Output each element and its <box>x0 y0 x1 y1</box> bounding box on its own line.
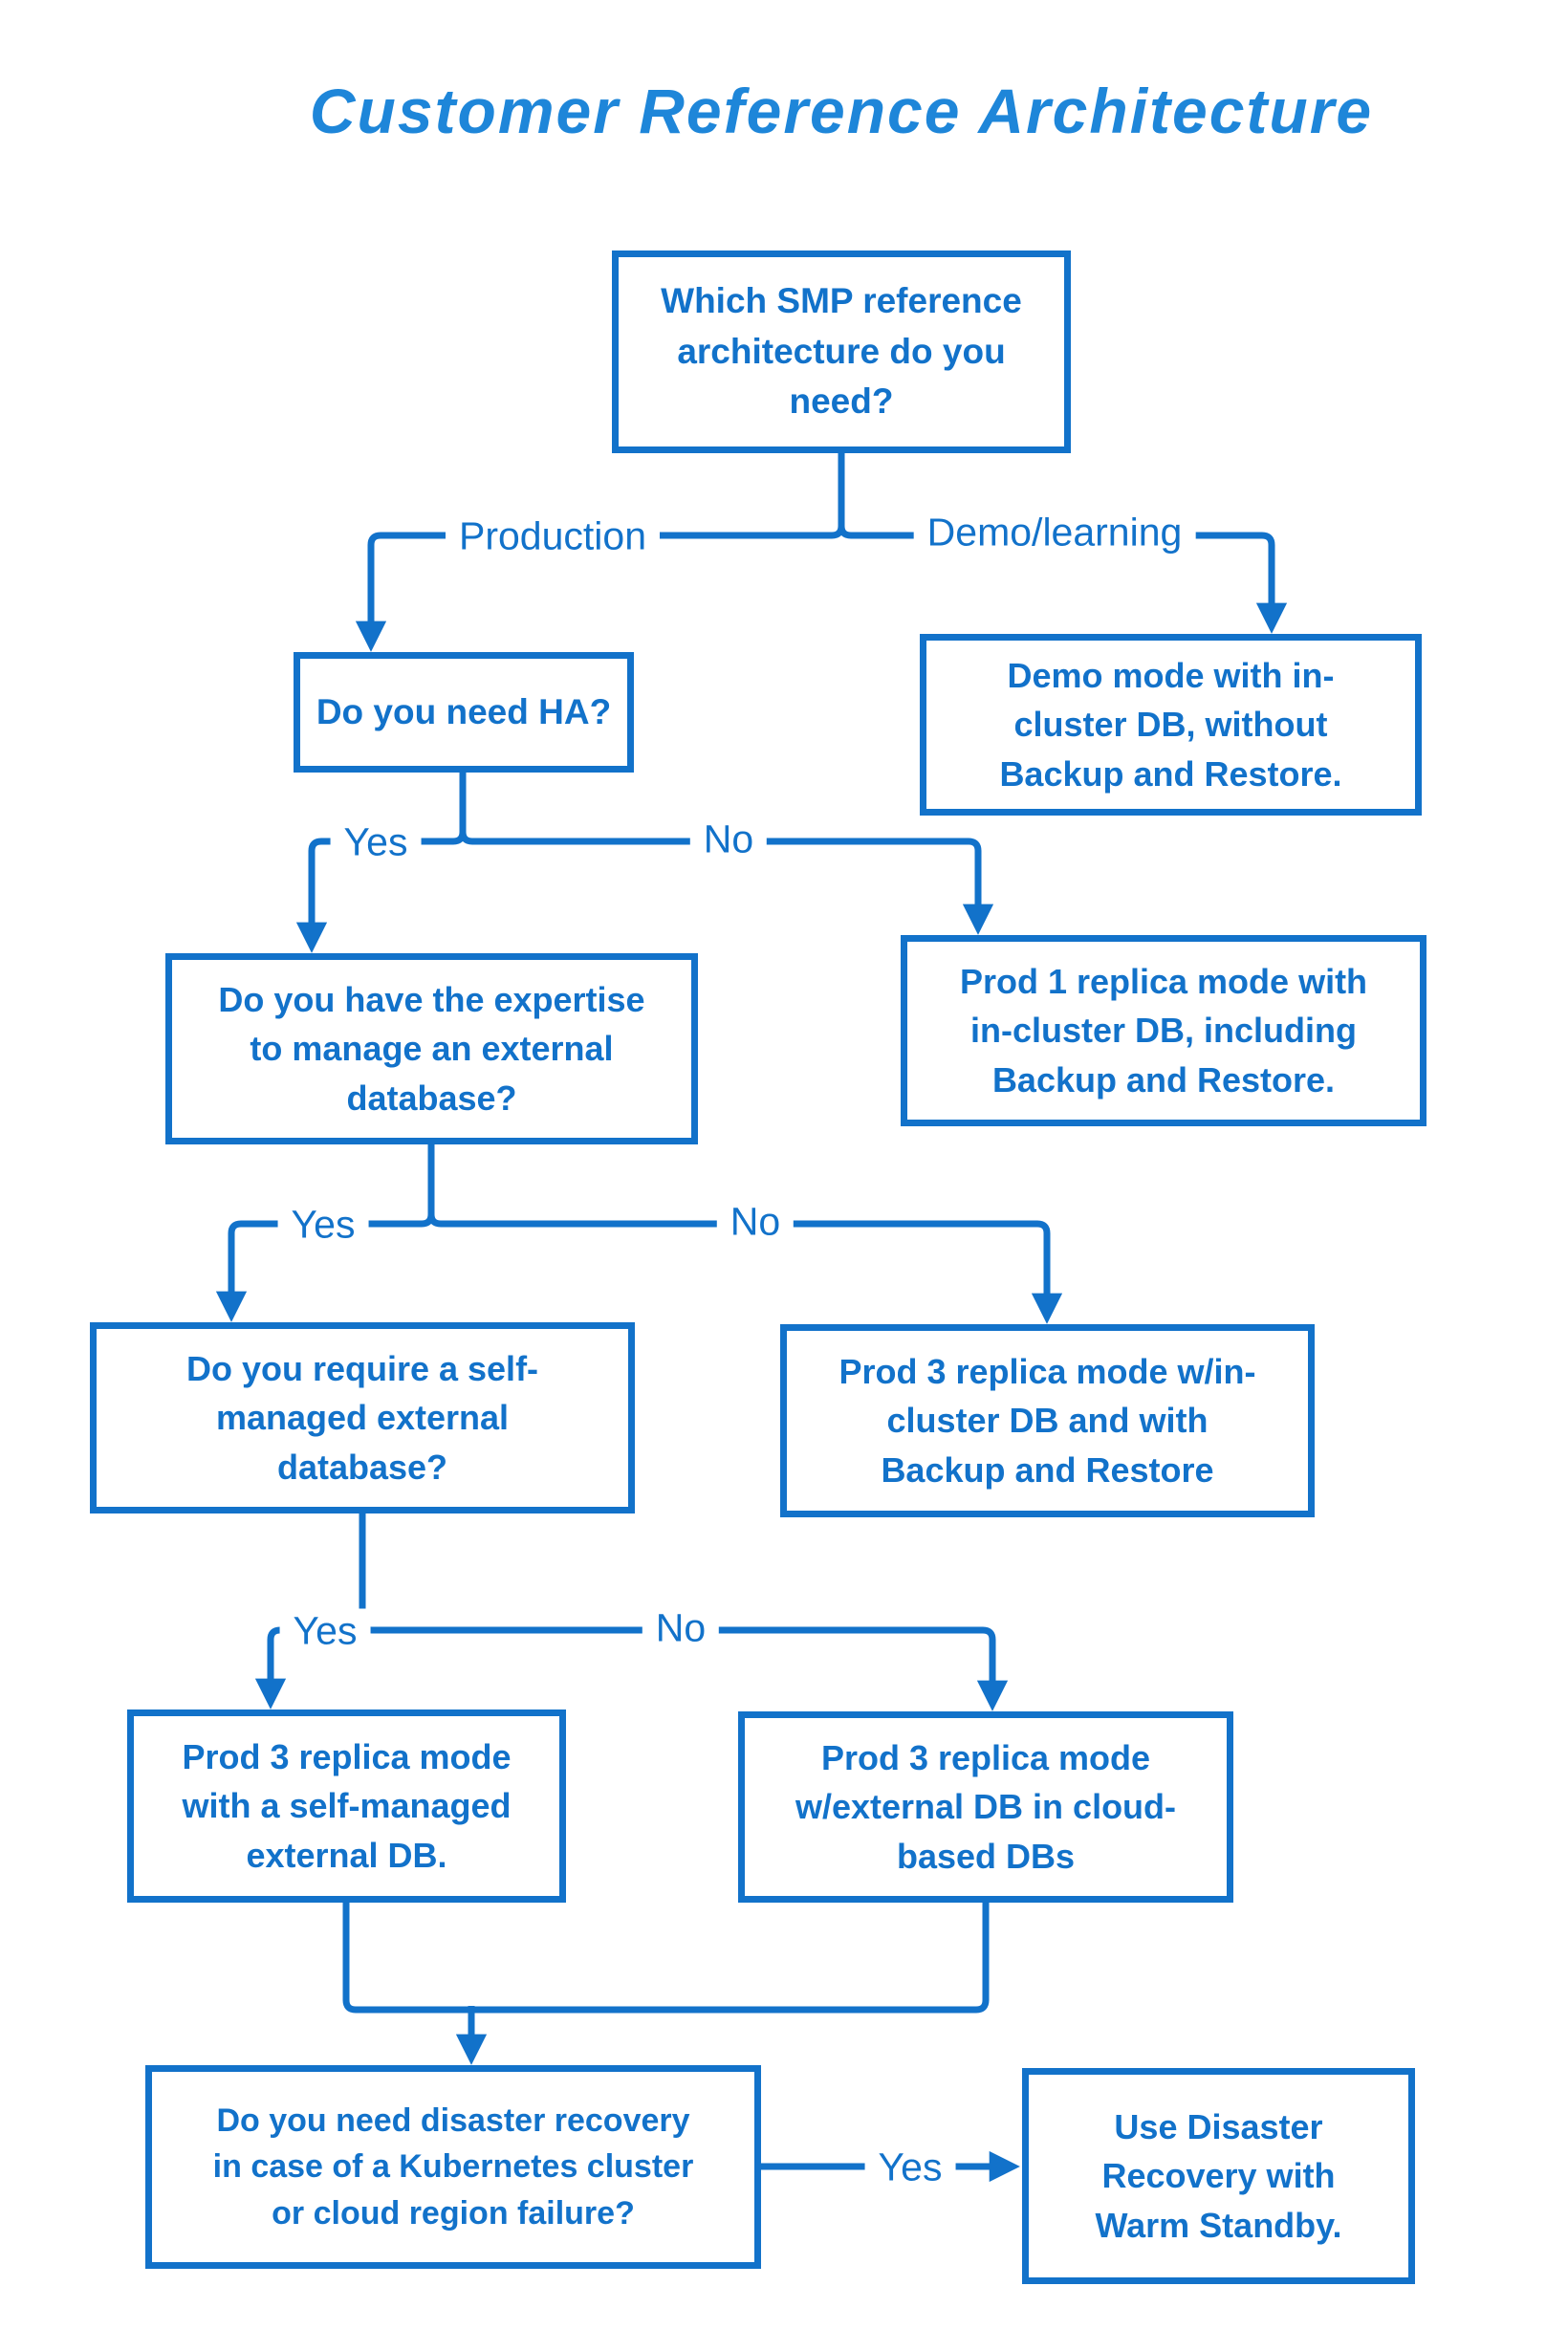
node-prod1-replica: Prod 1 replica mode with in-cluster DB, … <box>901 935 1426 1126</box>
node-demo-mode: Demo mode with in- cluster DB, without B… <box>920 634 1422 816</box>
node-selfmanaged-question: Do you require a self- managed external … <box>90 1322 635 1513</box>
edge-merge-right <box>471 1903 990 2014</box>
node-which-architecture: Which SMP reference architecture do you … <box>612 250 1071 453</box>
edge-merge-left <box>342 1903 471 2014</box>
node-prod3-incluster: Prod 3 replica mode w/in- cluster DB and… <box>780 1324 1315 1517</box>
edge-label-yes-2: Yes <box>277 1202 369 1248</box>
edge-label-demo-learning: Demo/learning <box>913 510 1196 555</box>
edge-label-yes-1: Yes <box>330 819 422 865</box>
edge-label-no-2: No <box>716 1199 795 1245</box>
edge-selfmanaged-yes <box>254 1513 366 1709</box>
edge-label-no-3: No <box>642 1605 720 1651</box>
edge-label-yes-3: Yes <box>279 1608 371 1654</box>
diagram-title: Customer Reference Architecture <box>309 76 1374 146</box>
node-need-ha: Do you need HA? <box>294 652 634 773</box>
edge-label-production: Production <box>445 513 661 559</box>
node-prod3-cloud: Prod 3 replica mode w/external DB in clo… <box>738 1711 1233 1903</box>
node-prod3-selfmanaged: Prod 3 replica mode with a self-managed … <box>127 1709 566 1903</box>
edge-label-yes-final: Yes <box>864 2145 956 2190</box>
edge-label-no-1: No <box>689 817 768 862</box>
node-expertise-question: Do you have the expertise to manage an e… <box>165 953 698 1144</box>
node-use-disaster-recovery: Use Disaster Recovery with Warm Standby. <box>1022 2068 1415 2284</box>
node-disaster-recovery-question: Do you need disaster recovery in case of… <box>145 2065 761 2269</box>
